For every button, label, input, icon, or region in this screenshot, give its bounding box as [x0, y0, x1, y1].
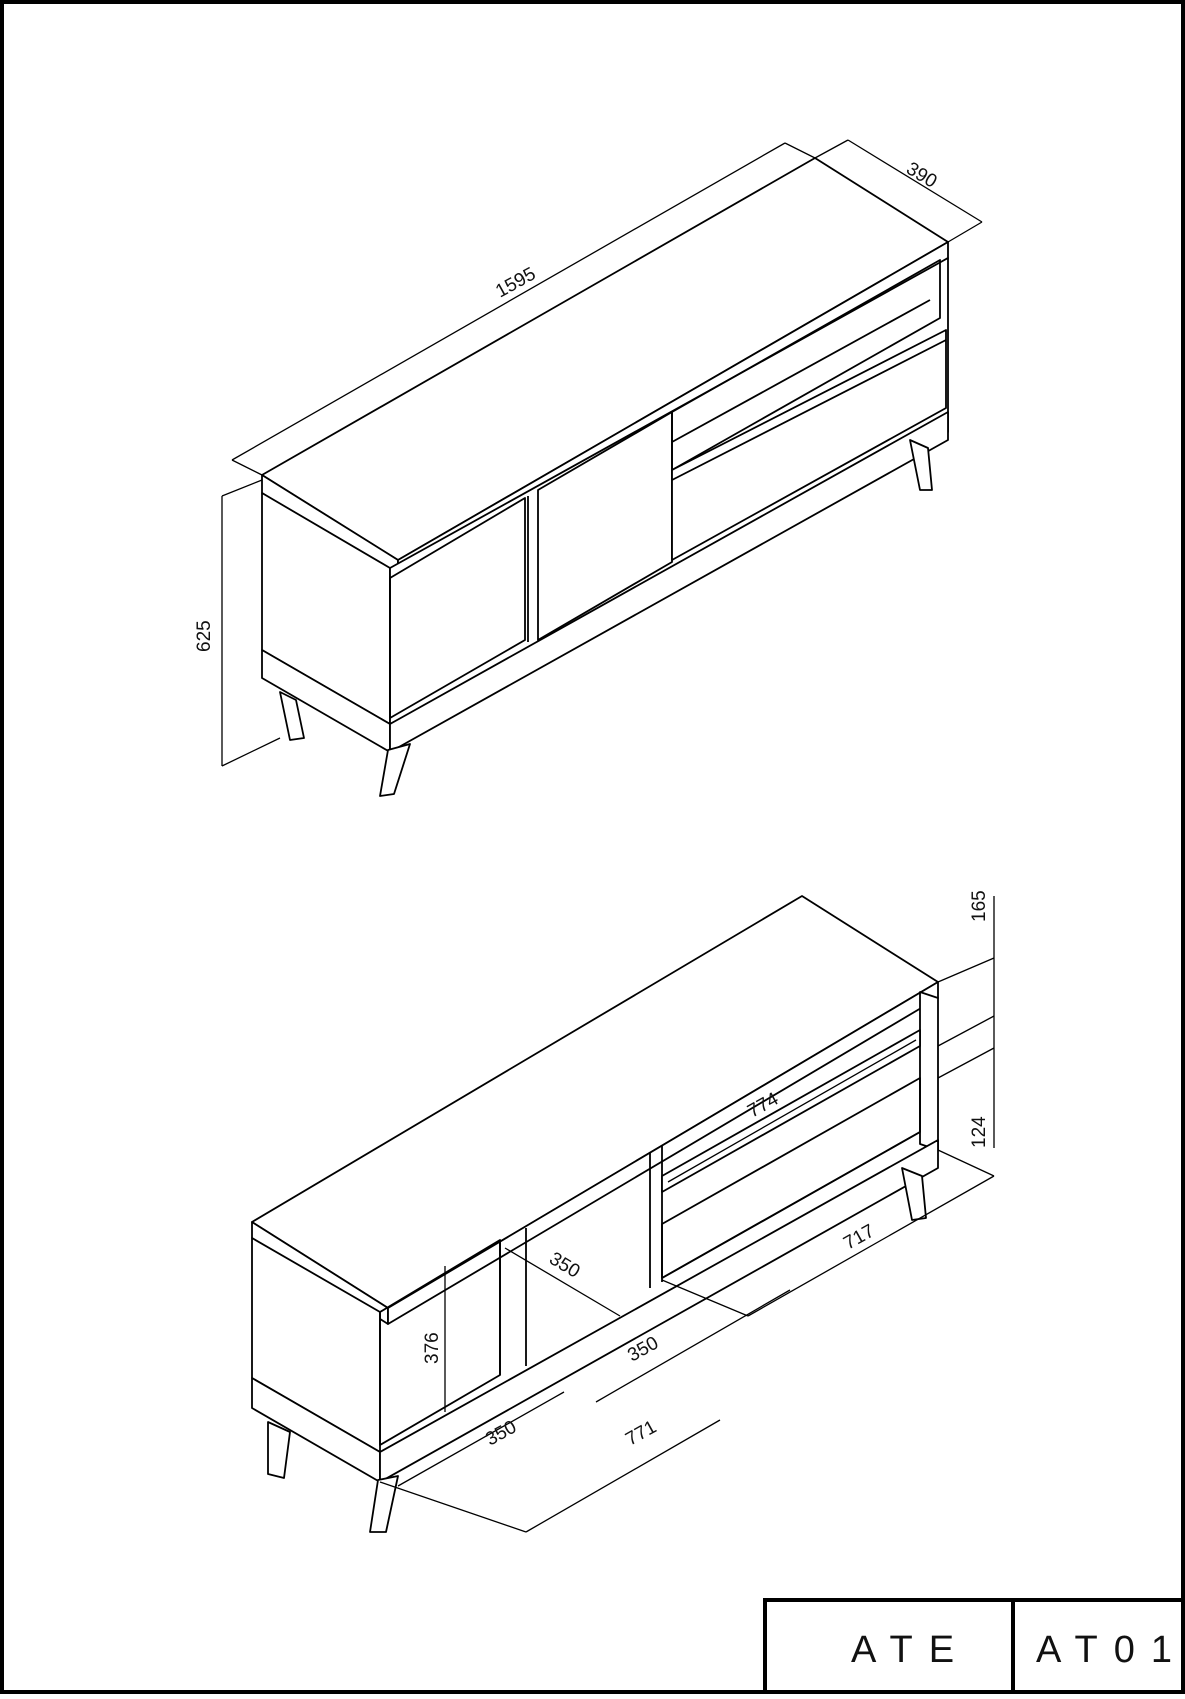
title-cell-code [1011, 1598, 1185, 1694]
dim-376-label: 376 [422, 1332, 443, 1364]
ext-line [379, 1481, 527, 1533]
dim-line-350-middle [595, 1289, 791, 1403]
ext-line [937, 1015, 995, 1047]
ext-line [814, 139, 849, 159]
dim-line-350-left [397, 1391, 565, 1487]
dim-717-label: 717 [840, 1221, 878, 1255]
door-middle [537, 411, 673, 641]
plinth-front [379, 1139, 939, 1483]
ext-line [937, 957, 995, 983]
drawer-edge [671, 339, 947, 481]
right-post [919, 991, 939, 1151]
drawer-front [671, 329, 947, 561]
dim-350-depth-label: 350 [545, 1248, 583, 1282]
title-code: AT01 [1036, 1629, 1185, 1671]
cabinet-closed-view [261, 157, 949, 797]
dim-line-717 [747, 1175, 995, 1317]
leg-right [901, 1167, 927, 1221]
dim-771-label: 771 [622, 1417, 660, 1451]
ext-line [231, 459, 263, 476]
dim-line-771 [525, 1419, 721, 1533]
plinth-front [389, 411, 949, 753]
ext-line [221, 479, 263, 497]
dim-line-depth [847, 139, 983, 223]
leg-back-left [267, 1421, 291, 1479]
dim-line-350-depth [504, 1247, 621, 1317]
leg-right [909, 439, 933, 491]
drawer-bottom-edge [661, 1131, 921, 1279]
ext-line [937, 1047, 995, 1079]
dim-line-774 [667, 1039, 917, 1183]
title-brand: ATE [851, 1629, 970, 1671]
leg-front-left [379, 743, 411, 797]
bottom-view-dimensions [379, 896, 995, 1533]
ext-line [221, 737, 281, 767]
dim-height-label: 625 [194, 620, 215, 652]
door-left [389, 497, 526, 719]
dim-line-width [231, 142, 786, 461]
ext-line [937, 1149, 995, 1177]
dim-depth-label: 390 [902, 158, 940, 192]
cabinet-open-view [251, 895, 939, 1533]
ext-line [947, 221, 983, 243]
open-shelf-area [671, 259, 941, 471]
ext-line [661, 1279, 749, 1317]
title-block [763, 1598, 1185, 1694]
shelf-back-line [671, 299, 931, 443]
leg-back-left [279, 691, 305, 741]
top-slab [251, 895, 939, 1309]
dim-165-label: 165 [969, 890, 990, 922]
dim-width-label: 1595 [492, 264, 539, 303]
dim-124-label: 124 [969, 1116, 990, 1148]
ext-line [784, 142, 816, 159]
top-view-dimensions [221, 139, 983, 767]
leg-front-left [369, 1475, 399, 1533]
